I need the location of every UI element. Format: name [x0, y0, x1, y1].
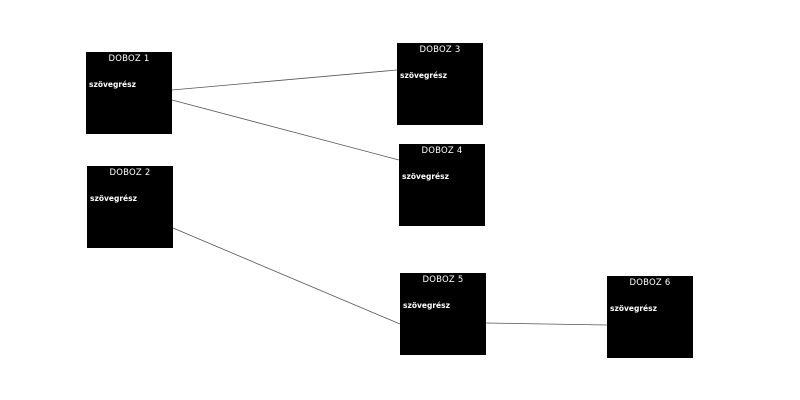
box-text: szövegrész [403, 301, 450, 310]
box-1: DOBOZ 1 szövegrész [86, 52, 172, 134]
box-text: szövegrész [610, 304, 657, 313]
box-text: szövegrész [89, 80, 136, 89]
connector-box1-box3 [171, 69, 398, 91]
box-title: DOBOZ 4 [421, 146, 463, 156]
box-title: DOBOZ 5 [422, 275, 464, 285]
box-title: DOBOZ 3 [419, 45, 461, 55]
box-3: DOBOZ 3 szövegrész [397, 43, 483, 125]
box-5: DOBOZ 5 szövegrész [400, 273, 486, 355]
box-4: DOBOZ 4 szövegrész [399, 144, 485, 226]
box-text: szövegrész [400, 71, 447, 80]
box-title: DOBOZ 6 [629, 278, 671, 288]
connector-box2-box5 [172, 227, 401, 325]
box-text: szövegrész [90, 194, 137, 203]
box-text: szövegrész [402, 172, 449, 181]
box-title: DOBOZ 2 [109, 168, 151, 178]
box-title: DOBOZ 1 [108, 54, 150, 64]
box-6: DOBOZ 6 szövegrész [607, 276, 693, 358]
connector-box5-box6 [485, 322, 608, 326]
box-2: DOBOZ 2 szövegrész [87, 166, 173, 248]
connector-box1-box4 [171, 99, 400, 161]
